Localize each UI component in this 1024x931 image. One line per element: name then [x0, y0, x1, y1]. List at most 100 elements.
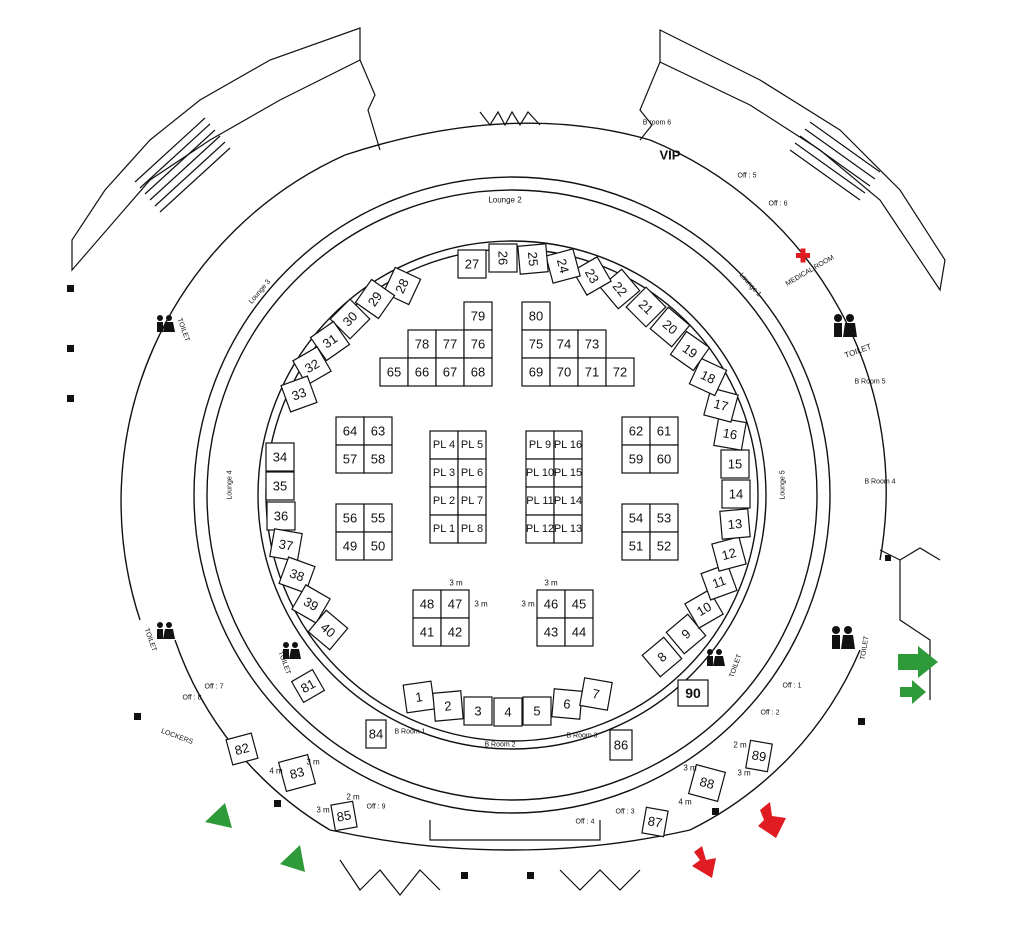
- booth-72[interactable]: 72: [605, 357, 635, 387]
- booth-2[interactable]: 2: [432, 690, 464, 722]
- booth-78[interactable]: 78: [407, 329, 437, 359]
- entry-arrow-icon[interactable]: [205, 803, 232, 828]
- booth-49[interactable]: 49: [335, 531, 365, 561]
- booth-20[interactable]: 20: [649, 306, 691, 348]
- booth-9[interactable]: 9: [665, 613, 707, 655]
- booth-85[interactable]: 85: [330, 800, 358, 832]
- booth-3[interactable]: 3: [463, 696, 493, 726]
- booth-25[interactable]: 25: [517, 243, 549, 275]
- booth-52[interactable]: 52: [649, 531, 679, 561]
- booth-60[interactable]: 60: [649, 444, 679, 474]
- booth-pl-4[interactable]: PL 4: [429, 430, 459, 460]
- booth-23[interactable]: 23: [572, 256, 612, 296]
- booth-66[interactable]: 66: [407, 357, 437, 387]
- booth-41[interactable]: 41: [412, 617, 442, 647]
- booth-50[interactable]: 50: [363, 531, 393, 561]
- booth-51[interactable]: 51: [621, 531, 651, 561]
- booth-7[interactable]: 7: [579, 677, 613, 711]
- booth-31[interactable]: 31: [309, 320, 351, 362]
- booth-56[interactable]: 56: [335, 503, 365, 533]
- booth-46[interactable]: 46: [536, 589, 566, 619]
- entry-arrow-icon[interactable]: [898, 646, 938, 678]
- booth-pl-14[interactable]: PL 14: [553, 486, 583, 516]
- booth-29[interactable]: 29: [354, 278, 396, 320]
- booth-33[interactable]: 33: [280, 375, 318, 413]
- booth-pl-7[interactable]: PL 7: [457, 486, 487, 516]
- booth-pl-13[interactable]: PL 13: [553, 514, 583, 544]
- booth-pl-1[interactable]: PL 1: [429, 514, 459, 544]
- booth-48[interactable]: 48: [412, 589, 442, 619]
- entry-arrow-icon[interactable]: [280, 845, 305, 872]
- booth-34[interactable]: 34: [265, 442, 295, 472]
- booth-65[interactable]: 65: [379, 357, 409, 387]
- booth-17[interactable]: 17: [703, 387, 739, 423]
- booth-32[interactable]: 32: [292, 346, 332, 386]
- booth-77[interactable]: 77: [435, 329, 465, 359]
- booth-90[interactable]: 90: [677, 679, 709, 707]
- booth-40[interactable]: 40: [307, 609, 349, 651]
- booth-57[interactable]: 57: [335, 444, 365, 474]
- booth-75[interactable]: 75: [521, 329, 551, 359]
- booth-pl-5[interactable]: PL 5: [457, 430, 487, 460]
- booth-pl-11[interactable]: PL 11: [525, 486, 555, 516]
- booth-pl-2[interactable]: PL 2: [429, 486, 459, 516]
- booth-5[interactable]: 5: [522, 696, 552, 726]
- booth-12[interactable]: 12: [711, 536, 747, 572]
- booth-pl-3[interactable]: PL 3: [429, 458, 459, 488]
- booth-71[interactable]: 71: [577, 357, 607, 387]
- booth-88[interactable]: 88: [687, 763, 727, 803]
- booth-73[interactable]: 73: [577, 329, 607, 359]
- booth-19[interactable]: 19: [669, 330, 711, 372]
- booth-36[interactable]: 36: [266, 501, 296, 531]
- booth-21[interactable]: 21: [625, 286, 667, 328]
- booth-76[interactable]: 76: [463, 329, 493, 359]
- booth-80[interactable]: 80: [521, 301, 551, 331]
- booth-15[interactable]: 15: [720, 449, 750, 479]
- booth-26[interactable]: 26: [488, 243, 518, 273]
- booth-44[interactable]: 44: [564, 617, 594, 647]
- booth-1[interactable]: 1: [402, 680, 436, 714]
- booth-11[interactable]: 11: [700, 563, 738, 601]
- booth-47[interactable]: 47: [440, 589, 470, 619]
- booth-55[interactable]: 55: [363, 503, 393, 533]
- booth-6[interactable]: 6: [551, 688, 583, 720]
- booth-16[interactable]: 16: [713, 417, 747, 451]
- booth-62[interactable]: 62: [621, 416, 651, 446]
- booth-86[interactable]: 86: [609, 729, 633, 761]
- booth-pl-16[interactable]: PL 16: [553, 430, 583, 460]
- booth-18[interactable]: 18: [688, 357, 728, 397]
- booth-87[interactable]: 87: [641, 806, 669, 838]
- booth-68[interactable]: 68: [463, 357, 493, 387]
- booth-42[interactable]: 42: [440, 617, 470, 647]
- booth-89[interactable]: 89: [745, 739, 773, 773]
- booth-pl-12[interactable]: PL 12: [525, 514, 555, 544]
- booth-74[interactable]: 74: [549, 329, 579, 359]
- booth-45[interactable]: 45: [564, 589, 594, 619]
- booth-43[interactable]: 43: [536, 617, 566, 647]
- booth-8[interactable]: 8: [641, 636, 683, 678]
- booth-69[interactable]: 69: [521, 357, 551, 387]
- booth-79[interactable]: 79: [463, 301, 493, 331]
- booth-pl-8[interactable]: PL 8: [457, 514, 487, 544]
- booth-13[interactable]: 13: [719, 508, 751, 540]
- exit-arrow-icon[interactable]: [758, 802, 786, 838]
- booth-30[interactable]: 30: [329, 298, 371, 340]
- entry-arrow-icon[interactable]: [900, 680, 926, 704]
- booth-pl-9[interactable]: PL 9: [525, 430, 555, 460]
- booth-pl-15[interactable]: PL 15: [553, 458, 583, 488]
- booth-pl-10[interactable]: PL 10: [525, 458, 555, 488]
- booth-24[interactable]: 24: [545, 248, 581, 284]
- booth-37[interactable]: 37: [269, 528, 303, 562]
- booth-64[interactable]: 64: [335, 416, 365, 446]
- booth-63[interactable]: 63: [363, 416, 393, 446]
- booth-39[interactable]: 39: [291, 584, 331, 624]
- booth-82[interactable]: 82: [225, 732, 259, 766]
- booth-70[interactable]: 70: [549, 357, 579, 387]
- booth-81[interactable]: 81: [290, 668, 326, 704]
- booth-4[interactable]: 4: [493, 697, 523, 727]
- booth-35[interactable]: 35: [265, 471, 295, 501]
- booth-67[interactable]: 67: [435, 357, 465, 387]
- exit-arrow-icon[interactable]: [692, 846, 716, 878]
- booth-27[interactable]: 27: [457, 249, 487, 279]
- booth-58[interactable]: 58: [363, 444, 393, 474]
